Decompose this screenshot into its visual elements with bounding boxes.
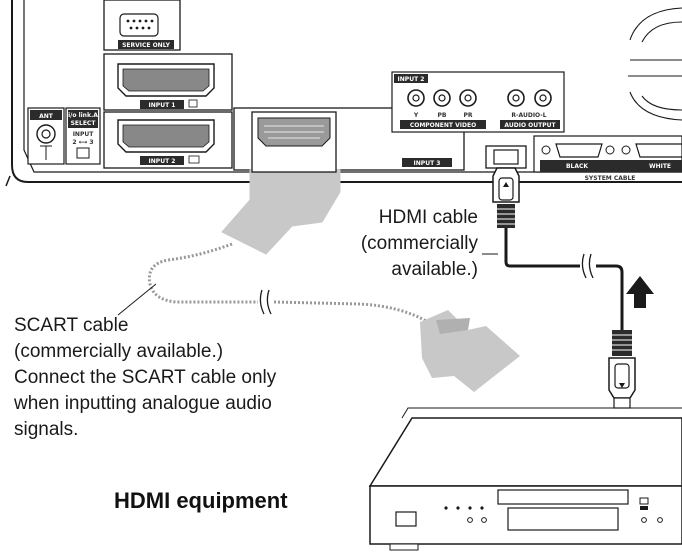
antenna-port: ANT xyxy=(27,107,65,165)
scart-cable-line-1: SCART cable xyxy=(14,315,129,336)
scart-cable-line-4: when inputting analogue audio xyxy=(14,393,272,414)
hdmi-cable-line-3: available.) xyxy=(391,259,478,280)
audio-output-label: AUDIO OUTPUT xyxy=(504,122,556,129)
scart-cable-line-5: signals. xyxy=(14,419,79,440)
scart-cable-line-3: Connect the SCART cable only xyxy=(14,367,277,388)
service-only-label: SERVICE ONLY xyxy=(122,42,171,49)
system-cable-ports: BLACK WHITE SYSTEM CABLE xyxy=(533,135,682,182)
scart-cable-label: SCART cable (commercially available.) Co… xyxy=(14,313,276,443)
hdmi-cable-line-1: HDMI cable xyxy=(378,207,478,228)
recorder-rear-panel: SERVICE ONLY INPUT 1 INPUT 2 ANT xyxy=(5,0,682,187)
service-only-port: SERVICE ONLY xyxy=(103,0,181,51)
scart-bottom-plug xyxy=(420,310,520,392)
hdmi-cable-break xyxy=(581,253,594,279)
hdmi-cable-label: HDMI cable (commercially available.) xyxy=(320,205,478,283)
audio-rl-label: R-AUDIO-L xyxy=(511,112,546,119)
input2-scart-port: INPUT 2 xyxy=(103,111,233,169)
hdmi-equipment-device xyxy=(368,407,682,551)
component-pb-label: PB xyxy=(438,112,447,119)
system-cable-label: SYSTEM CABLE xyxy=(585,175,636,182)
scart-cable-break xyxy=(259,289,272,315)
hdmi-bottom-plug xyxy=(608,330,636,409)
component-y-label: Y xyxy=(413,112,419,119)
select-label-1: i/o link.A xyxy=(68,112,98,119)
component-video-label: COMPONENT VIDEO xyxy=(410,122,476,129)
input2-label: INPUT 2 xyxy=(149,158,176,165)
scart-cable xyxy=(147,242,429,324)
scart-cable-line-2: (commercially available.) xyxy=(14,341,224,362)
fan-grille xyxy=(628,7,682,121)
component-pr-label: PR xyxy=(463,112,472,119)
hdmi-top-plug xyxy=(485,145,527,228)
hdmi-cable xyxy=(504,228,624,330)
component-header: INPUT 2 xyxy=(398,76,425,83)
select-label-4: 2 ⟷ 3 xyxy=(72,139,93,146)
input-select-switch: i/o link.A SELECT INPUT 2 ⟷ 3 xyxy=(65,107,101,165)
hdmi-cable-line-2: (commercially xyxy=(360,233,478,254)
white-port-label: WHITE xyxy=(649,163,671,170)
select-label-3: INPUT xyxy=(73,131,95,138)
component-audio-panel: INPUT 2 Y PB PR COMPONENT VIDEO R-AUDIO-… xyxy=(391,71,565,133)
ant-label: ANT xyxy=(39,113,54,120)
select-label-2: SELECT xyxy=(71,120,97,127)
input1-scart-port: INPUT 1 xyxy=(103,53,233,111)
scart-top-plug xyxy=(221,111,341,255)
input1-label: INPUT 1 xyxy=(149,102,176,109)
up-arrow-icon xyxy=(626,276,654,308)
scart-label-pointer xyxy=(117,283,157,316)
black-port-label: BLACK xyxy=(566,163,588,170)
input3-label: INPUT 3 xyxy=(414,160,441,167)
hdmi-equipment-label: HDMI equipment xyxy=(114,488,288,513)
